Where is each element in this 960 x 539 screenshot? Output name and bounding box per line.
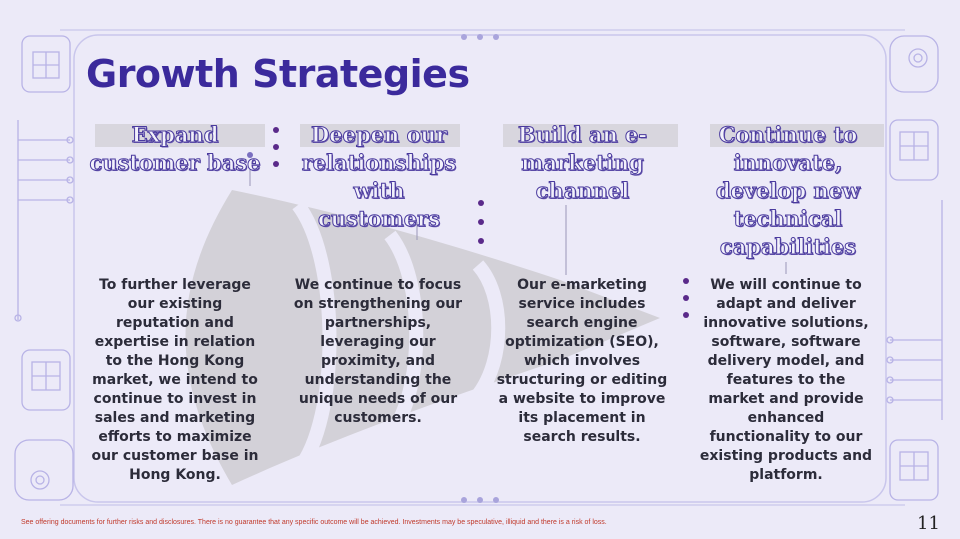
column-3-text: Our e-marketing service includes search … [496, 277, 668, 445]
heading-band [710, 124, 884, 147]
pager-dot [493, 497, 499, 503]
heading-band [95, 124, 265, 147]
circuit-left-graphic [14, 35, 74, 501]
pager-dot [461, 34, 467, 40]
column-1-text: To further leverage our existing reputat… [91, 277, 259, 483]
column-2-title: Deepen our relationships with customers [301, 122, 457, 232]
column-1-title: Expand customer base [89, 122, 261, 176]
column-4-title: Continue to innovate, develop new techni… [715, 122, 861, 260]
slide-title: Growth Strategies [86, 52, 470, 96]
funnel-graphic [185, 190, 660, 485]
heading-band [503, 124, 678, 147]
pager-dot [493, 34, 499, 40]
column-4-text: We will continue to adapt and deliver in… [699, 277, 873, 483]
page-number: 11 [917, 513, 940, 534]
pager-dot [477, 497, 483, 503]
pager-dot [477, 34, 483, 40]
disclaimer-text: See offering documents for further risks… [21, 519, 607, 526]
heading-band [300, 124, 460, 147]
circuit-right-graphic [886, 35, 943, 501]
accent-dots [273, 127, 689, 318]
column-2-text: We continue to focus on strengthening ou… [293, 277, 463, 426]
pager-dot [461, 497, 467, 503]
column-3-title: Build an e-marketing channel [517, 122, 648, 204]
